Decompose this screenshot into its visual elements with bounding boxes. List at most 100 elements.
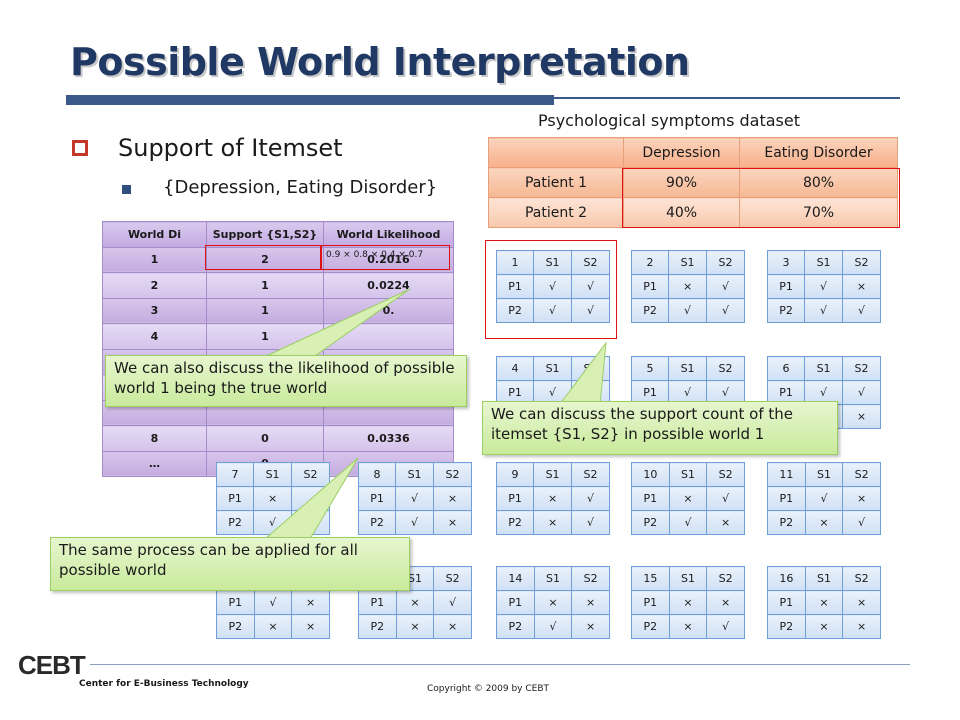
world-row-p2: P2 <box>358 614 397 639</box>
world-header-s2: S2 <box>706 566 745 591</box>
world-row-p2: P2 <box>767 614 806 639</box>
world-cell: × <box>706 510 745 535</box>
world-cell: √ <box>804 380 844 405</box>
wl-cell: 1 <box>206 323 324 350</box>
world-cell: × <box>668 614 708 639</box>
world-header-s2: S2 <box>842 250 881 275</box>
world-cell: √ <box>571 486 610 511</box>
world-id: 2 <box>630 250 670 275</box>
bullet-itemset: {Depression, Eating Disorder} <box>163 177 438 198</box>
world-header-s1: S1 <box>533 462 573 487</box>
world-header-s1: S1 <box>395 462 435 487</box>
world-row-p1: P1 <box>358 590 397 615</box>
wl-cell: 1 <box>206 272 324 299</box>
world-header-s2: S2 <box>571 356 610 381</box>
world-header-s1: S1 <box>804 356 844 381</box>
world-cell: √ <box>804 298 844 323</box>
footer-organization: Center for E-Business Technology <box>79 679 249 689</box>
world-row-p2: P2 <box>767 510 806 535</box>
world-row-p2: P2 <box>631 614 670 639</box>
likelihood-highlight-box <box>321 245 450 270</box>
world-header-s2: S2 <box>291 462 330 487</box>
world-header-s1: S1 <box>533 566 573 591</box>
dataset-cell: Patient 2 <box>488 197 624 228</box>
world-cell: × <box>253 486 293 511</box>
world-cell: √ <box>804 486 844 511</box>
world-cell: × <box>291 590 330 615</box>
world-cell: × <box>668 590 708 615</box>
world-id: 4 <box>495 356 535 381</box>
world-cell: √ <box>533 614 573 639</box>
world-header-s2: S2 <box>571 462 610 487</box>
wl-cell: 1 <box>102 246 207 273</box>
world-cell: √ <box>433 590 472 615</box>
world-cell: × <box>253 614 293 639</box>
world-row-p2: P2 <box>215 510 255 535</box>
world-cell: √ <box>842 510 881 535</box>
wl-cell: 2 <box>102 272 207 299</box>
world-row-p1: P1 <box>766 380 806 405</box>
footer-copyright: Copyright © 2009 by CEBT <box>427 684 550 694</box>
world-cell: × <box>842 404 881 429</box>
world-cell: √ <box>804 274 844 299</box>
world-cell: × <box>668 486 708 511</box>
dataset-header-depression: Depression <box>623 137 740 168</box>
wl-cell: 0.0224 <box>323 272 454 299</box>
world-row-p1: P1 <box>357 486 397 511</box>
world-id: 15 <box>631 566 670 591</box>
wl-header-support: Support {S1,S2} <box>206 221 324 248</box>
world-header-s1: S1 <box>533 356 573 381</box>
world-row-p1: P1 <box>630 380 670 405</box>
world-cell: × <box>668 274 708 299</box>
bullet-square-icon <box>72 140 88 156</box>
world-cell <box>291 510 330 535</box>
world-cell: √ <box>571 510 610 535</box>
world-header-s2: S2 <box>433 462 472 487</box>
wl-cell: 0. <box>323 297 454 324</box>
support-highlight-box <box>205 245 321 270</box>
world-header-s1: S1 <box>668 462 708 487</box>
world-cell: √ <box>533 298 573 323</box>
world-id: 6 <box>766 356 806 381</box>
world-id: 14 <box>496 566 535 591</box>
world-id: 10 <box>631 462 670 487</box>
world-cell: × <box>433 510 472 535</box>
world-row-p1: P1 <box>630 274 670 299</box>
world-cell: × <box>842 590 881 615</box>
world-row-p2: P2 <box>495 298 535 323</box>
world-header-s1: S1 <box>253 462 293 487</box>
world-row-p1: P1 <box>495 486 535 511</box>
world-cell: √ <box>706 614 745 639</box>
callout-support: We can discuss the support count of the … <box>482 401 838 455</box>
world-row-p2: P2 <box>766 298 806 323</box>
world-header-s2: S2 <box>571 250 610 275</box>
world-cell: √ <box>395 486 435 511</box>
world-cell: × <box>395 614 435 639</box>
world-cell: √ <box>571 274 610 299</box>
world-header-s2: S2 <box>571 566 610 591</box>
world-cell: √ <box>706 274 745 299</box>
wl-cell: 1 <box>206 297 324 324</box>
wl-cell: 8 <box>102 425 207 452</box>
wl-header-world: World Di <box>102 221 207 248</box>
world-id: 9 <box>495 462 535 487</box>
world-header-s1: S1 <box>804 250 844 275</box>
world-header-s2: S2 <box>842 566 881 591</box>
page-title: Possible World Interpretation <box>70 40 690 84</box>
world-cell: × <box>842 614 881 639</box>
title-underline-bar <box>66 95 554 105</box>
world-1-highlight-box <box>485 240 617 339</box>
world-cell: × <box>433 486 472 511</box>
world-row-p1: P1 <box>631 486 670 511</box>
world-row-p2: P2 <box>631 510 670 535</box>
wl-cell: 3 <box>102 297 207 324</box>
wl-cell <box>323 323 454 350</box>
world-cell: √ <box>533 274 573 299</box>
